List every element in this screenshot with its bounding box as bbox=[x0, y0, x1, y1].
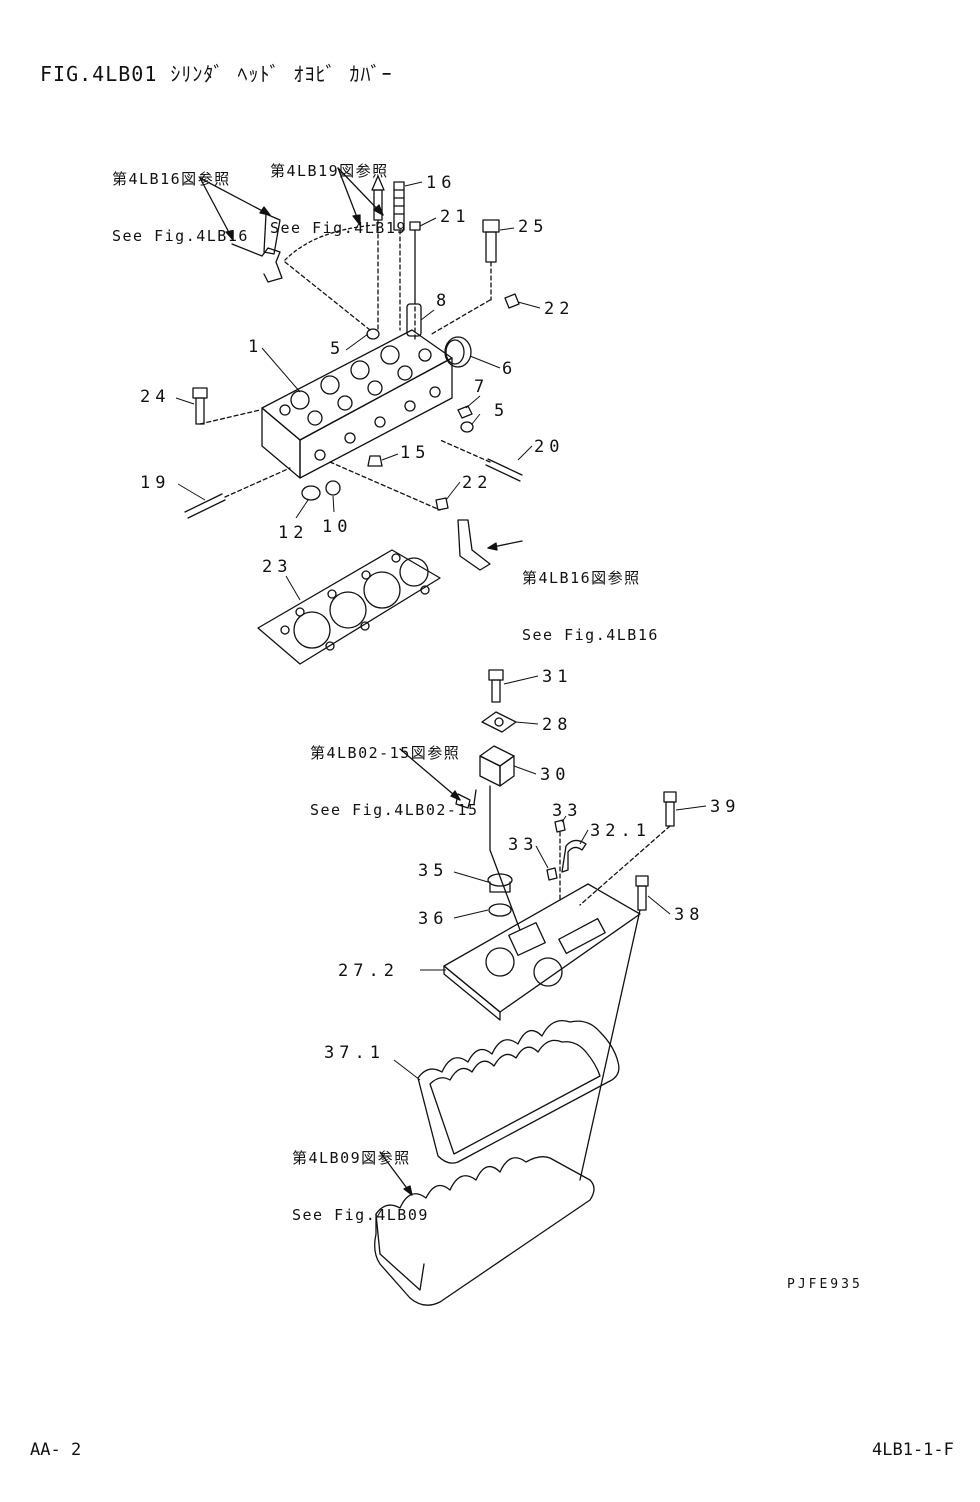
part-31-bolt bbox=[488, 669, 504, 703]
part-33-fittings bbox=[546, 819, 566, 901]
label-21: 21 bbox=[440, 207, 470, 227]
ref-jp: 第4LB19図参照 bbox=[270, 162, 389, 180]
part-6-plug bbox=[444, 336, 472, 368]
label-5: 5 bbox=[330, 339, 345, 359]
part-39-bolt bbox=[579, 791, 677, 906]
label-30: 30 bbox=[540, 765, 570, 785]
ref-en: See Fig.4LB02-15 bbox=[310, 801, 479, 819]
label-33: 33 bbox=[552, 801, 582, 821]
label-22: 22 bbox=[544, 299, 574, 319]
part-36-oring bbox=[488, 903, 512, 917]
part-23-head-gasket bbox=[257, 549, 441, 665]
part-22-plug-bottom bbox=[435, 497, 449, 511]
part-32-1-hose bbox=[561, 839, 587, 873]
label-5b: 5 bbox=[494, 401, 509, 421]
part-12-10-plugs bbox=[301, 461, 441, 511]
part-37-1-gasket bbox=[417, 1019, 620, 1164]
label-28: 28 bbox=[542, 715, 572, 735]
part-labels: 1 5 5 6 7 8 10 12 15 16 19 20 21 22 22 2… bbox=[140, 173, 740, 1063]
label-10: 10 bbox=[322, 517, 352, 537]
part-15-plug bbox=[367, 455, 383, 467]
part-27-2-head-cover bbox=[443, 883, 641, 1021]
figure-title: FIG.4LB01 ｼﾘﾝﾀﾞ ﾍｯﾄﾞ ｵﾖﾋﾞ ｶﾊﾞｰ bbox=[40, 62, 393, 86]
ref-4lb16-bottom: 第4LB16図参照 See Fig.4LB16 bbox=[522, 531, 659, 664]
label-37-1: 37.1 bbox=[324, 1043, 385, 1063]
ref-en: See Fig.4LB16 bbox=[522, 626, 659, 644]
part-connector-ref bbox=[455, 789, 477, 809]
ref-4lb02-15: 第4LB02-15図参照 See Fig.4LB02-15 bbox=[310, 706, 479, 839]
part-1-cylinder-head bbox=[261, 329, 453, 479]
label-38: 38 bbox=[674, 905, 704, 925]
part-35-cap bbox=[487, 873, 513, 893]
label-leaders bbox=[175, 181, 707, 1081]
label-32-1: 32.1 bbox=[590, 821, 651, 841]
ref-jp: 第4LB16図参照 bbox=[522, 569, 641, 587]
part-28-cap bbox=[481, 711, 517, 733]
part-5b-washer bbox=[460, 421, 474, 433]
ref-4lb16-top: 第4LB16図参照 See Fig.4LB16 bbox=[112, 132, 249, 265]
label-16: 16 bbox=[426, 173, 456, 193]
part-30-block bbox=[479, 745, 521, 931]
part-bracket-ref-bottom bbox=[457, 519, 491, 571]
label-20: 20 bbox=[534, 437, 564, 457]
label-25: 25 bbox=[518, 217, 548, 237]
label-39: 39 bbox=[710, 797, 740, 817]
part-24-bolt bbox=[192, 387, 261, 425]
part-38-bolt bbox=[579, 875, 649, 1181]
footer-page: AA- 2 bbox=[30, 1440, 82, 1460]
ref-en: See Fig.4LB09 bbox=[292, 1206, 429, 1224]
part-19-stud bbox=[184, 467, 291, 519]
part-22-plug-top bbox=[429, 293, 520, 336]
label-12: 12 bbox=[278, 523, 308, 543]
label-24: 24 bbox=[140, 387, 170, 407]
part-7-clip bbox=[457, 405, 473, 419]
label-23: 23 bbox=[262, 557, 292, 577]
label-7: 7 bbox=[474, 377, 489, 397]
part-5-washer bbox=[366, 328, 380, 340]
label-27-2: 27.2 bbox=[338, 961, 399, 981]
ref-leaders bbox=[199, 167, 523, 1196]
part-16-stud bbox=[393, 181, 405, 331]
ref-jp: 第4LB02-15図参照 bbox=[310, 744, 461, 762]
ref-en: See Fig.4LB16 bbox=[112, 227, 249, 245]
label-33b: 33 bbox=[508, 835, 538, 855]
ref-4lb09: 第4LB09図参照 See Fig.4LB09 bbox=[292, 1111, 429, 1244]
part-bracket-ref-top bbox=[231, 213, 376, 331]
part-25-bolt bbox=[482, 219, 500, 301]
ref-4lb19: 第4LB19図参照 See Fig.4LB19 bbox=[270, 124, 407, 257]
part-injector-ref bbox=[371, 175, 385, 331]
ref-jp: 第4LB09図参照 bbox=[292, 1149, 411, 1167]
footer-section: 4LB1-1-F bbox=[872, 1440, 954, 1460]
ref-jp: 第4LB16図参照 bbox=[112, 170, 231, 188]
label-15: 15 bbox=[400, 443, 430, 463]
label-31: 31 bbox=[542, 667, 572, 687]
part-20-stud bbox=[439, 439, 523, 482]
label-1: 1 bbox=[248, 337, 263, 357]
label-8: 8 bbox=[436, 291, 451, 311]
label-6: 6 bbox=[502, 359, 517, 379]
label-35: 35 bbox=[418, 861, 448, 881]
label-19: 19 bbox=[140, 473, 170, 493]
drawing-code: PJFE935 bbox=[787, 1277, 863, 1292]
part-21-bolt bbox=[409, 221, 421, 341]
part-cover-lower-ref bbox=[374, 1156, 595, 1306]
label-36: 36 bbox=[418, 909, 448, 929]
label-22b: 22 bbox=[462, 473, 492, 493]
